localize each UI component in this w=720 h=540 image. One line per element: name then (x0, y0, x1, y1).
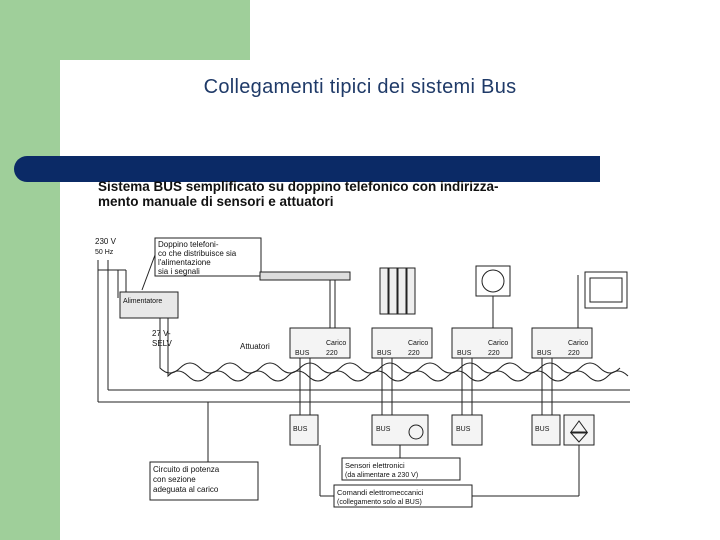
actuator-bus-4: BUS (537, 350, 552, 357)
pair-note-4: sia i segnali (158, 267, 200, 276)
comandi-note-2: (collegamento solo al BUS) (337, 499, 422, 506)
alimentatore-label: Alimentatore (123, 298, 162, 305)
actuator-220-3: 220 (488, 350, 500, 357)
pair-note-3: l'alimentazione (158, 258, 211, 267)
selv-label-2: SELV (152, 339, 173, 348)
actuator-carico-2: Carico (408, 340, 428, 347)
power-note-3: adeguata al carico (153, 485, 219, 494)
actuator-220-2: 220 (408, 350, 420, 357)
sensor-bus-1: BUS (293, 426, 308, 433)
diagram-heading-line2: mento manuale di sensori e attuatori (98, 194, 334, 209)
actuator-box-1: Carico BUS 220 (289, 327, 351, 359)
actuator-bus-2: BUS (377, 350, 392, 357)
top-green-band (0, 0, 250, 60)
bus-wiring-diagram: 230 V 50 Hz Doppino telefoni- co che dis… (95, 237, 630, 508)
actuator-box-4: Carico BUS 220 (531, 327, 593, 359)
supply-label-1: 230 V (95, 237, 117, 246)
attuatori-label: Attuatori (240, 342, 270, 351)
sensor-box-3: BUS (451, 414, 483, 446)
comandi-note-1: Comandi elettromeccanici (337, 488, 424, 497)
actuator-carico-1: Carico (326, 340, 346, 347)
sensori-note-2: (da alimentare a 230 V) (345, 472, 418, 479)
sensor-box-4: BUS (531, 414, 595, 446)
diagram-heading: Sistema BUS semplificato su doppino tele… (98, 179, 658, 209)
power-note-2: con sezione (153, 475, 196, 484)
actuator-bus-3: BUS (457, 350, 472, 357)
actuator-carico-3: Carico (488, 340, 508, 347)
sensor-bus-4: BUS (535, 426, 550, 433)
actuator-box-3: Carico BUS 220 (451, 327, 513, 359)
actuator-220-1: 220 (326, 350, 338, 357)
selv-label-1: 27 V- (152, 329, 171, 338)
actuator-220-4: 220 (568, 350, 580, 357)
diagram-heading-line1: Sistema BUS semplificato su doppino tele… (98, 179, 499, 194)
actuator-box-2: Carico BUS 220 (371, 327, 433, 359)
sensor-bus-3: BUS (456, 426, 471, 433)
slide-title: Collegamenti tipici dei sistemi Bus (203, 76, 517, 98)
sensor-box-1: BUS (289, 414, 319, 446)
left-green-band (0, 0, 60, 540)
sensor-bus-2: BUS (376, 426, 391, 433)
actuator-carico-4: Carico (568, 340, 588, 347)
title-divider-bar (14, 156, 600, 182)
sensor-box-2: BUS (371, 414, 429, 446)
actuator-bus-1: BUS (295, 350, 310, 357)
power-note-1: Circuito di potenza (153, 465, 220, 474)
pair-note-1: Doppino telefoni- (158, 240, 219, 249)
supply-label-2: 50 Hz (95, 249, 114, 256)
sensori-note-1: Sensori elettronici (345, 461, 405, 470)
pair-note-2: co che distribuisce sia (158, 249, 237, 258)
